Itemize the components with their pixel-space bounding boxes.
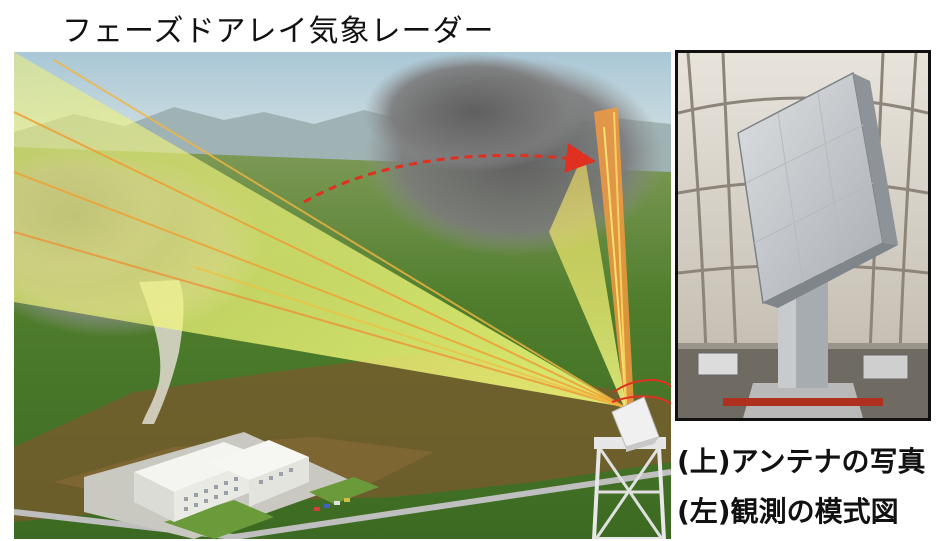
- antenna-photo: [675, 50, 931, 421]
- observation-diagram-caption: (左)観測の模式図: [677, 495, 899, 528]
- antenna-photo-caption: (上)アンテナの写真: [677, 445, 926, 478]
- observation-diagram: [14, 52, 671, 539]
- page-title: フェーズドアレイ気象レーダー: [62, 14, 495, 49]
